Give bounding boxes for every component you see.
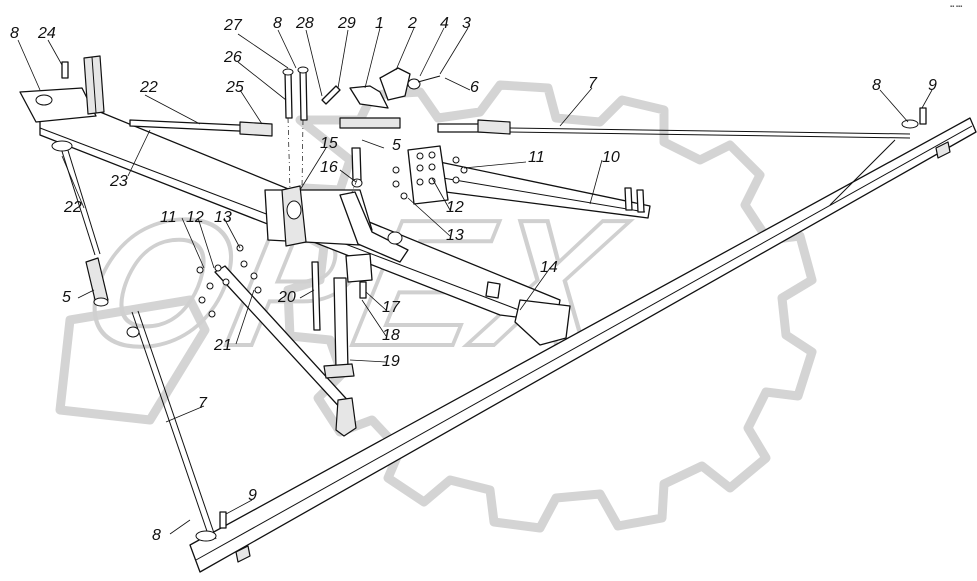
bolt-plate-right <box>392 145 468 205</box>
watermark-base-plate <box>55 295 210 425</box>
callout-8-bottom: 8 <box>152 527 161 544</box>
link-plate-2 <box>379 67 411 101</box>
callout-14: 14 <box>540 259 558 276</box>
callout-12-left: 12 <box>186 209 204 226</box>
callout-11-right: 11 <box>528 149 545 166</box>
tension-rods-left <box>51 140 217 542</box>
callout-9-right: 9 <box>928 77 937 94</box>
callout-22-left: 22 <box>63 199 82 216</box>
callout-8-right: 8 <box>872 77 881 94</box>
callout-28: 28 <box>295 15 314 32</box>
corner-mark: ▪▪ ▪▪▪ <box>950 4 962 10</box>
callouts: 1 2 3 4 5 5 6 7 7 8 8 8 8 9 9 10 11 11 1… <box>10 15 937 544</box>
leader-lines <box>17 27 933 535</box>
callout-21: 21 <box>213 337 232 354</box>
side-stand <box>323 253 373 379</box>
callout-8-top: 8 <box>273 15 282 32</box>
link-plate-1 <box>349 85 389 109</box>
callout-13-right: 13 <box>446 227 464 244</box>
long-beam <box>189 117 977 573</box>
tail-bracket <box>514 299 571 346</box>
callout-13-left: 13 <box>214 209 232 226</box>
callout-5-left: 5 <box>62 289 71 306</box>
strut-left <box>214 265 357 437</box>
sleeve-5 <box>85 257 109 305</box>
callout-15: 15 <box>320 135 338 152</box>
callout-2: 2 <box>407 15 417 32</box>
callout-22-top: 22 <box>139 79 158 96</box>
callout-19: 19 <box>382 353 400 370</box>
callout-4: 4 <box>440 15 449 32</box>
callout-8-topleft: 8 <box>10 25 19 42</box>
callout-29: 29 <box>337 15 356 32</box>
callout-9-bottom: 9 <box>248 487 257 504</box>
callout-7-top: 7 <box>588 75 598 92</box>
upper-rods <box>129 119 911 206</box>
callout-25: 25 <box>225 79 244 96</box>
callout-5-top: 5 <box>392 137 401 154</box>
hinge-assembly <box>264 185 409 263</box>
watermark-gear-outline <box>283 80 817 533</box>
callout-27: 27 <box>223 17 243 34</box>
callout-18: 18 <box>382 327 400 344</box>
callout-3: 3 <box>462 15 471 32</box>
callout-20: 20 <box>277 289 296 306</box>
callout-11-left: 11 <box>160 209 177 226</box>
callout-24: 24 <box>37 25 56 42</box>
callout-26: 26 <box>223 49 242 66</box>
callout-7-left: 7 <box>198 395 208 412</box>
callout-1: 1 <box>375 15 384 32</box>
callout-10: 10 <box>602 149 620 166</box>
callout-23: 23 <box>109 173 128 190</box>
callout-16: 16 <box>320 159 338 176</box>
callout-6: 6 <box>470 79 479 96</box>
callout-12-right: 12 <box>446 199 464 216</box>
bolt-plate-left <box>196 244 262 318</box>
callout-17: 17 <box>382 299 401 316</box>
